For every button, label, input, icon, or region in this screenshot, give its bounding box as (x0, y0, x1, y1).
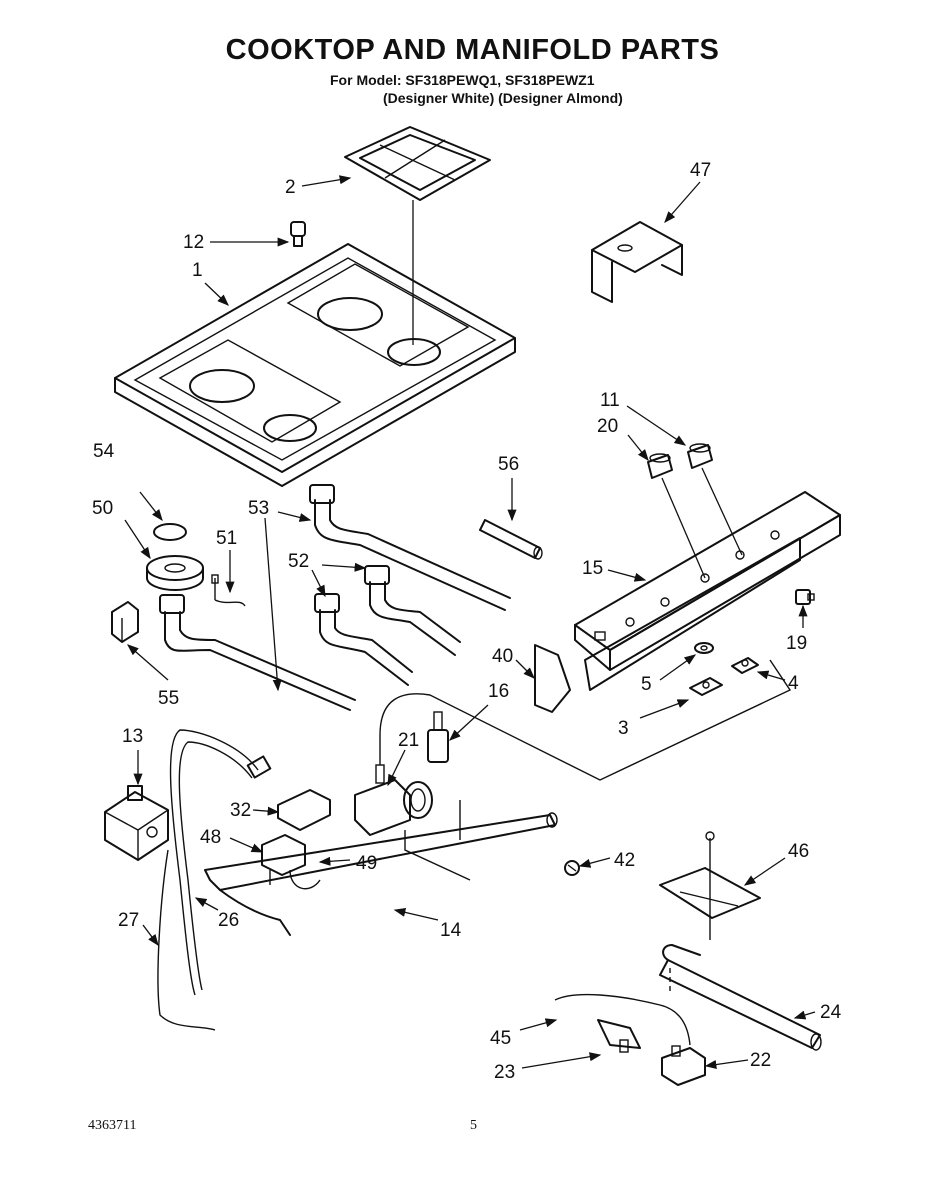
callout-labels: 2 47 12 1 11 20 54 56 50 53 51 52 15 19 … (92, 160, 842, 1083)
burner-cap (153, 523, 187, 541)
washer-5 (694, 642, 714, 654)
callout-5: 5 (641, 674, 652, 695)
callout-1: 1 (192, 260, 203, 281)
bracket-32 (277, 789, 331, 831)
valve-16 (427, 711, 449, 763)
burner-tube-52a (364, 565, 461, 656)
document-number: 4363711 (88, 1118, 137, 1133)
callout-14: 14 (440, 920, 462, 941)
callout-40: 40 (492, 646, 513, 667)
knob-20 (647, 453, 673, 479)
bracket-55 (111, 601, 139, 643)
page-number: 5 (470, 1118, 477, 1133)
callout-53: 53 (248, 498, 269, 519)
callout-50: 50 (92, 498, 113, 519)
model-line: For Model: SF318PEWQ1, SF318PEWZ1 (330, 72, 595, 88)
grate-support (290, 221, 306, 247)
burner-base (146, 555, 204, 591)
tube-26 (169, 729, 259, 996)
callout-47: 47 (690, 160, 711, 181)
burner-tube-52b (314, 593, 413, 686)
callout-45: 45 (490, 1028, 511, 1049)
callout-15: 15 (582, 558, 603, 579)
callout-54: 54 (93, 441, 115, 462)
shield-40 (534, 644, 571, 713)
callout-55: 55 (158, 688, 179, 709)
callout-32: 32 (230, 800, 251, 821)
callout-11: 11 (600, 390, 620, 411)
bracket-4 (731, 657, 759, 674)
callout-24: 24 (820, 1002, 842, 1023)
callout-2: 2 (285, 177, 296, 198)
page-title: COOKTOP AND MANIFOLD PARTS (225, 34, 720, 66)
color-line: (Designer White) (Designer Almond) (383, 90, 623, 106)
callout-20: 20 (597, 416, 618, 437)
callout-52: 52 (288, 551, 309, 572)
manifold-pipe-14 (204, 812, 558, 936)
bracket-3 (689, 677, 723, 696)
electrode-51 (211, 574, 246, 607)
manifold-panel (574, 491, 841, 691)
callout-3: 3 (618, 718, 629, 739)
tube-56 (479, 519, 543, 560)
oven-burner-24 (659, 944, 822, 1051)
module-48 (261, 834, 321, 890)
callout-56: 56 (498, 454, 519, 475)
callout-49: 49 (356, 853, 377, 874)
bracket-47 (591, 221, 683, 303)
cooktop (114, 243, 516, 487)
shield-46 (659, 831, 761, 940)
knob-11 (687, 443, 713, 469)
tube-27 (157, 849, 216, 1031)
callout-22: 22 (750, 1050, 771, 1071)
leader-lines (124, 175, 816, 1070)
callout-19: 19 (786, 633, 807, 654)
thermocouple-45 (554, 993, 691, 1046)
valve-22 (661, 1045, 706, 1086)
callout-12: 12 (183, 232, 204, 253)
pilot-23 (597, 1019, 641, 1053)
callout-46: 46 (788, 841, 809, 862)
valve-21 (354, 764, 433, 836)
burner-grate (344, 126, 491, 345)
callout-26: 26 (218, 910, 239, 931)
burner-tube-front-left (159, 594, 356, 711)
callout-21: 21 (398, 730, 419, 751)
clip-19 (795, 589, 815, 605)
burner-tube-rear-left (309, 484, 511, 611)
callout-48: 48 (200, 827, 221, 848)
callout-51: 51 (216, 528, 237, 549)
callout-4: 4 (788, 673, 799, 694)
callout-27: 27 (118, 910, 139, 931)
callout-42: 42 (614, 850, 635, 871)
callout-13: 13 (122, 726, 143, 747)
screw-42 (564, 860, 580, 876)
callout-23: 23 (494, 1062, 515, 1083)
regulator-13 (104, 785, 169, 861)
callout-16: 16 (488, 681, 509, 702)
